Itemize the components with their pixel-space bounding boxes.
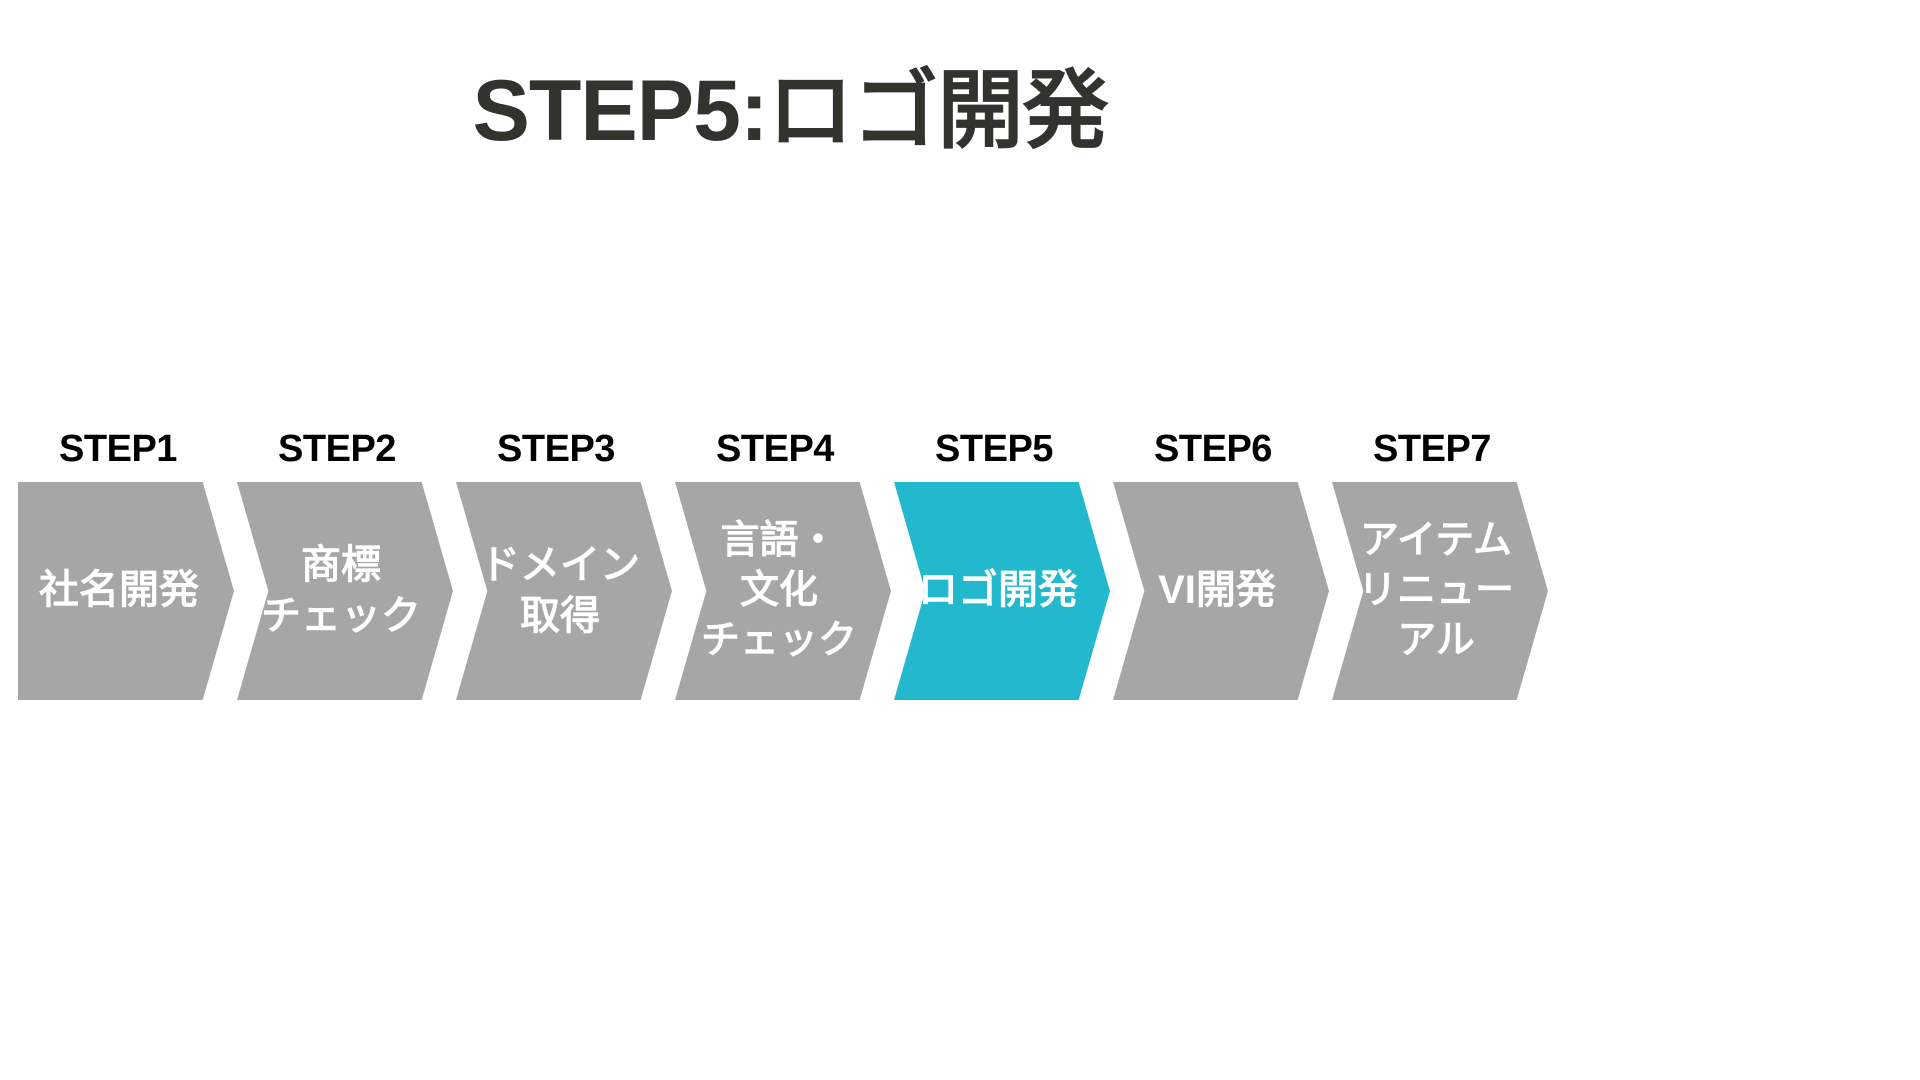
page-title: STEP5:ロゴ開発 (472, 63, 1108, 159)
step-item-3[interactable]: STEP3 ドメイン 取得 (456, 430, 672, 700)
step-arrow-2[interactable]: 商標 チェック (237, 482, 453, 700)
step-label-4: STEP4 (716, 428, 834, 470)
step-arrow-6[interactable]: VI開発 (1113, 482, 1329, 700)
step-text-3: ドメイン 取得 (480, 542, 640, 638)
step-item-5[interactable]: STEP5 ロゴ開発 (894, 430, 1110, 700)
step-arrow-3[interactable]: ドメイン 取得 (456, 482, 672, 700)
step-text-5: ロゴ開発 (918, 568, 1078, 613)
step-text-6: VI開発 (1158, 568, 1276, 613)
step-arrow-7[interactable]: アイテム リニュー アル (1332, 482, 1548, 700)
step-label-2: STEP2 (278, 428, 396, 470)
step-label-1: STEP1 (59, 428, 177, 470)
step-item-2[interactable]: STEP2 商標 チェック (237, 430, 453, 700)
step-item-4[interactable]: STEP4 言語・ 文化 チェック (675, 430, 891, 700)
step-label-7: STEP7 (1373, 428, 1491, 470)
step-item-6[interactable]: STEP6 VI開発 (1113, 430, 1329, 700)
step-item-1[interactable]: STEP1 社名開発 (18, 430, 234, 700)
step-arrow-4[interactable]: 言語・ 文化 チェック (675, 482, 891, 700)
step-flow-diagram: STEP1 社名開発 STEP2 商標 チェック STEP3 ドメイン 取得 S… (18, 430, 1908, 770)
step-label-5: STEP5 (935, 428, 1053, 470)
step-text-2: 商標 チェック (261, 542, 421, 638)
step-arrow-5[interactable]: ロゴ開発 (894, 482, 1110, 700)
step-label-6: STEP6 (1154, 428, 1272, 470)
step-label-3: STEP3 (497, 428, 615, 470)
step-text-1: 社名開発 (39, 568, 199, 613)
step-arrow-1[interactable]: 社名開発 (18, 482, 234, 700)
step-text-7: アイテム リニュー アル (1357, 519, 1514, 662)
step-text-4: 言語・ 文化 チェック (700, 519, 857, 662)
step-item-7[interactable]: STEP7 アイテム リニュー アル (1332, 430, 1548, 700)
